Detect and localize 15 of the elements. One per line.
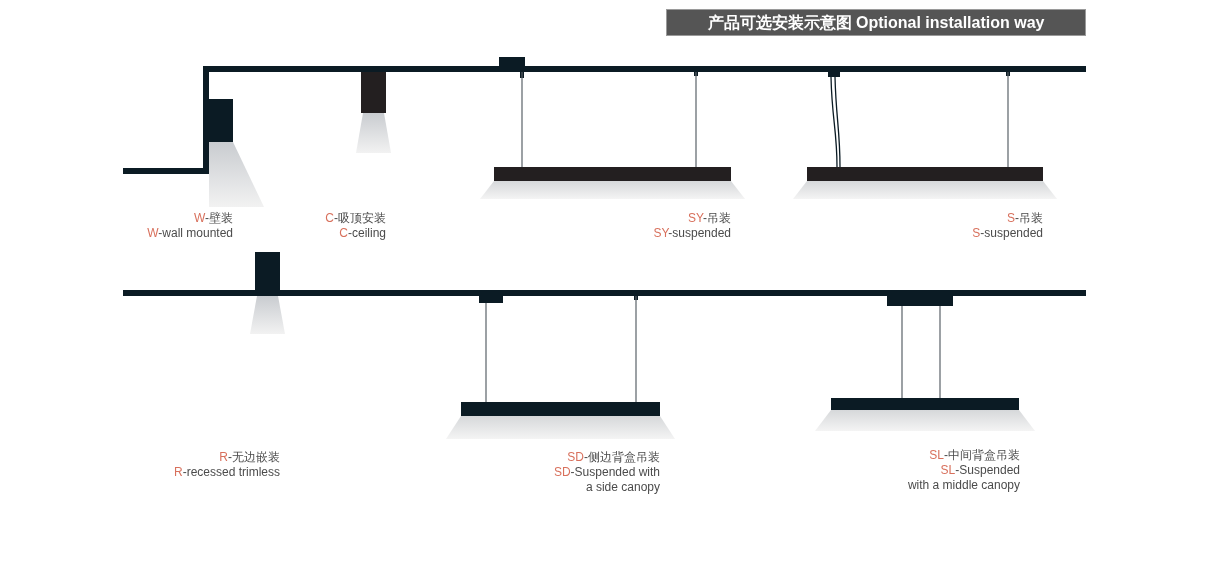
caption: R-recessed trimless (173, 465, 280, 480)
title-banner: 产品可选安装示意图 Optional installation way (666, 9, 1086, 36)
caption: S-suspended (972, 226, 1043, 241)
caption: SD-Suspended with a side canopy (553, 465, 660, 495)
caption: SY-吊装 (688, 211, 731, 226)
caption: R-无边嵌装 (219, 450, 280, 465)
caption: SD-侧边背盒吊装 (567, 450, 660, 465)
caption: SL-中间背盒吊装 (929, 448, 1020, 463)
caption: C-吸顶安装 (325, 211, 386, 226)
caption: C-ceiling (339, 226, 386, 241)
caption: SY-suspended (653, 226, 731, 241)
caption: W-壁装 (193, 211, 233, 226)
caption: W-wall mounted (147, 226, 233, 241)
caption: S-吊装 (1007, 211, 1043, 226)
caption: SL-Suspended with a middle canopy (907, 463, 1020, 493)
